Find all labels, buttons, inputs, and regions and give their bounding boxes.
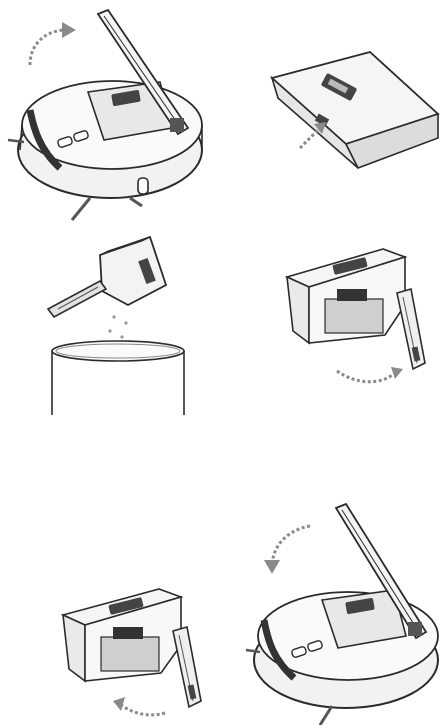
rotate-arrow-icon	[30, 30, 66, 65]
step-5-panel	[55, 585, 220, 720]
dustbin-open-front	[287, 277, 309, 343]
rotate-arrow-head	[62, 22, 76, 38]
robot-vacuum-lid-close-illustration	[240, 500, 441, 725]
step-1-panel	[0, 0, 225, 225]
filter-door-line	[58, 287, 98, 309]
dustbin-tilt-body	[100, 237, 166, 305]
dustbin-open-cavity-2	[101, 637, 159, 671]
side-brush-4	[320, 706, 332, 725]
step-4-panel	[275, 235, 441, 395]
dustbin-open-front-2	[63, 615, 85, 681]
filter-door-icon-2	[173, 627, 201, 707]
lid-hinge	[170, 118, 184, 132]
robot-sensor	[138, 178, 148, 194]
robot-vacuum-lid-open-illustration	[0, 0, 225, 225]
rotate-arrow-head-2	[264, 560, 280, 574]
step-2-panel	[260, 40, 441, 190]
empty-dustbin-illustration	[30, 225, 200, 425]
open-arrow-icon	[113, 697, 165, 715]
filter-door-icon	[397, 289, 425, 369]
side-brush-2	[130, 198, 142, 206]
trash-can-icon	[52, 341, 184, 415]
filter-door-open-illustration	[55, 585, 220, 720]
dustbin-open-cavity	[325, 299, 383, 333]
lid-hinge-2	[408, 622, 422, 636]
rotate-arrow-icon-2	[272, 526, 310, 564]
dustbin-open-latch-2	[113, 627, 143, 639]
step-3-panel	[30, 225, 200, 425]
step-6-panel	[240, 500, 441, 725]
dustbin-open-latch	[337, 289, 367, 301]
filter-door-close-illustration	[275, 235, 441, 395]
close-arrow-icon	[337, 367, 403, 382]
side-brush	[72, 198, 90, 220]
dustbin-removal-illustration	[260, 40, 441, 190]
